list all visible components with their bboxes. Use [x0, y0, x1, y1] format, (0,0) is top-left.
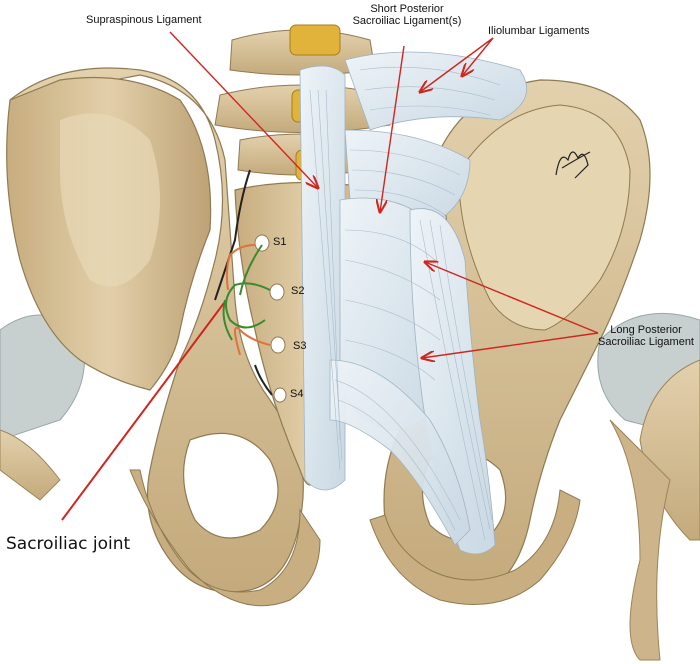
sacral-level-s3: S3 [293, 340, 307, 352]
supraspinous-arrow [169, 31, 318, 188]
sacroiliac-joint-pointer [61, 302, 225, 521]
short-posterior-line2: Sacroiliac Ligament(s) [352, 15, 462, 27]
right-femur [597, 312, 700, 661]
long-posterior-line1: Long Posterior [610, 324, 682, 336]
long-posterior-arrow-2 [422, 332, 599, 358]
short-posterior-arrow [380, 45, 405, 212]
supraspinous-ligament-label: Supraspinous Ligament [86, 14, 202, 26]
annotation-arrows [61, 31, 599, 521]
iliolumbar-arrow-2 [420, 37, 494, 92]
sacroiliac-joint-label: Sacroiliac joint [6, 534, 131, 554]
short-posterior-sacroiliac-label: Short Posterior Sacroiliac Ligament(s) [352, 3, 462, 27]
sacral-level-s4: S4 [290, 388, 304, 400]
artist-signature [555, 151, 591, 179]
sacral-level-s1: S1 [273, 236, 287, 248]
short-posterior-line1: Short Posterior [370, 3, 444, 15]
long-posterior-arrow-1 [425, 262, 599, 334]
long-posterior-line2: Sacroiliac Ligament [598, 336, 694, 348]
sacral-level-s2: S2 [291, 285, 305, 297]
iliolumbar-arrow-1 [462, 37, 494, 76]
nerves [214, 169, 273, 396]
iliolumbar-ligaments-label: Iliolumbar Ligaments [488, 25, 590, 37]
left-ilium [6, 67, 321, 607]
long-posterior-sacroiliac-label: Long Posterior Sacroiliac Ligament [593, 324, 699, 348]
